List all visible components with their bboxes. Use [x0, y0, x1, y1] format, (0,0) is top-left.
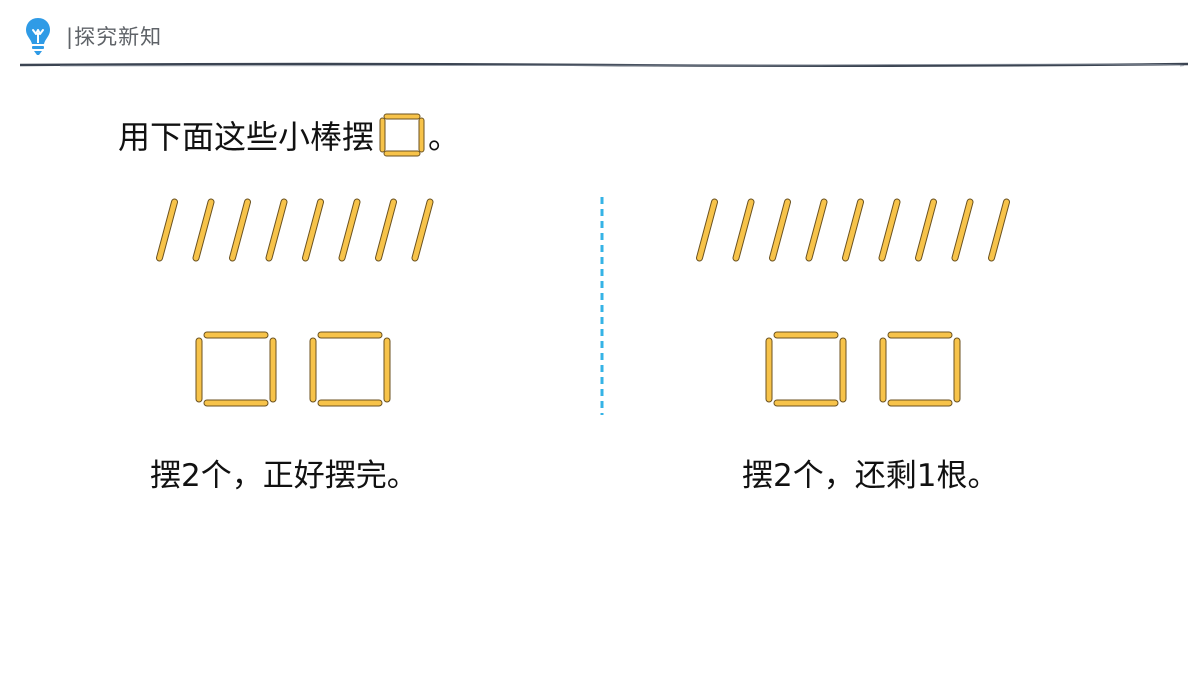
stick	[987, 198, 1011, 262]
stick	[265, 198, 288, 262]
stick	[887, 399, 953, 407]
left-caption: 摆2个，正好摆完。	[150, 458, 418, 494]
stick	[773, 399, 839, 407]
stick	[951, 198, 974, 262]
left-panel	[140, 180, 460, 407]
stick	[309, 337, 317, 403]
stick	[841, 198, 865, 262]
stick	[195, 337, 203, 403]
stick	[878, 198, 901, 262]
stick	[768, 198, 792, 262]
stick	[317, 331, 383, 339]
stick	[411, 198, 434, 262]
stick	[192, 198, 215, 262]
stick	[383, 337, 391, 403]
stick-square	[879, 331, 961, 407]
left-squares	[195, 331, 391, 407]
header: |探究新知	[0, 0, 1200, 70]
left-sticks-row	[155, 198, 434, 262]
stick	[695, 198, 719, 262]
stick	[805, 198, 828, 262]
right-caption: 摆2个，还剩1根。	[742, 458, 999, 494]
stick-square	[309, 331, 391, 407]
stick	[301, 198, 325, 262]
square-icon	[379, 113, 425, 157]
question-text: 用下面这些小棒摆	[118, 118, 375, 156]
stick-square	[195, 331, 277, 407]
lightbulb-icon	[26, 18, 50, 55]
question-period: 。	[428, 118, 461, 156]
stick	[732, 198, 755, 262]
section-title: |探究新知	[66, 25, 163, 49]
stick	[155, 198, 179, 262]
stick	[203, 331, 269, 339]
stick	[879, 337, 887, 403]
stick	[765, 337, 773, 403]
stick	[773, 331, 839, 339]
right-squares	[765, 331, 961, 407]
stick	[953, 337, 961, 403]
stick	[887, 331, 953, 339]
right-sticks-row	[695, 198, 1011, 262]
stick	[914, 198, 938, 262]
question-prompt: 用下面这些小棒摆 。	[118, 112, 460, 158]
stick	[203, 399, 269, 407]
stick	[317, 399, 383, 407]
stick	[839, 337, 847, 403]
divider-line	[600, 197, 604, 415]
stick	[338, 198, 361, 262]
stick-square	[765, 331, 847, 407]
stick	[228, 198, 252, 262]
header-rule	[20, 62, 1188, 67]
stick	[374, 198, 398, 262]
right-panel	[680, 180, 1030, 407]
stick	[269, 337, 277, 403]
